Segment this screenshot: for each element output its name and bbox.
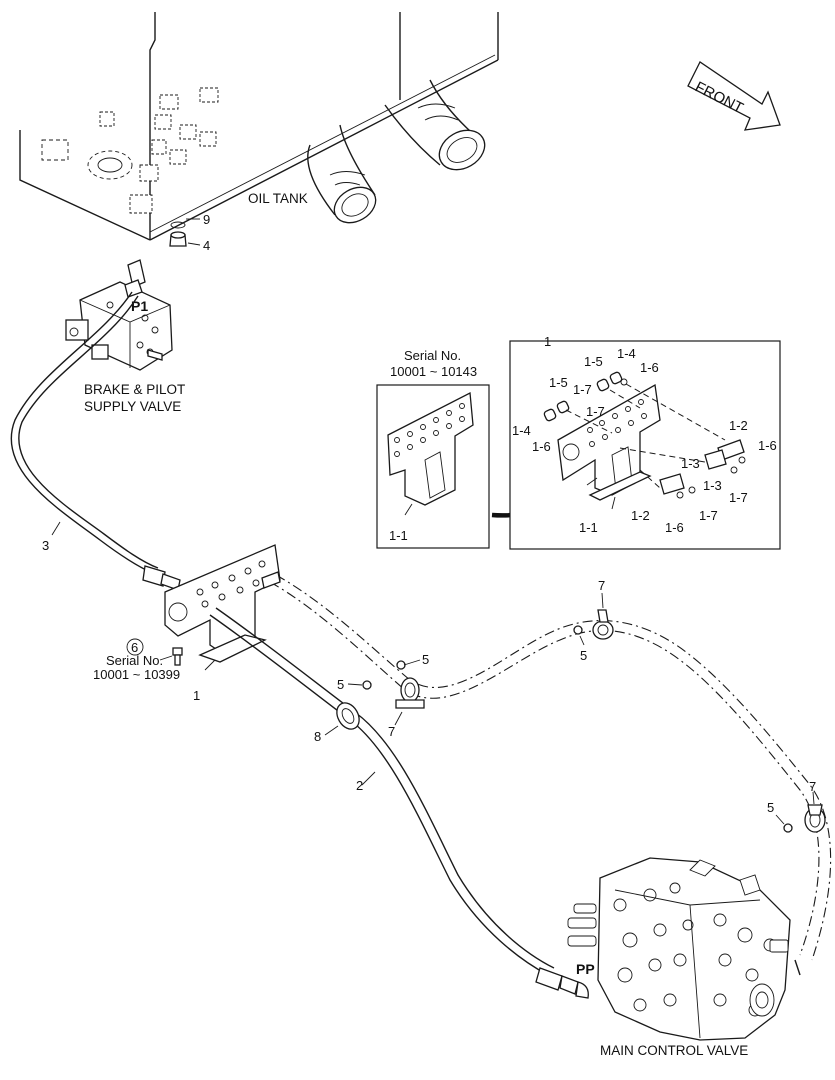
inset-assembly-1: 1 [544,334,551,349]
inset-p15-a: 1-5 [584,354,603,369]
callout-5-c: 5 [580,648,587,663]
front-arrow [687,61,781,131]
port-pp-label: PP [576,961,595,977]
inset-p16-b: 1-6 [532,439,551,454]
callout-6-circle [126,638,144,656]
brake-pilot-label-line2: SUPPLY VALVE [84,399,181,414]
inset-p16-a: 1-6 [640,360,659,375]
callout-8: 8 [314,729,321,744]
oil-tank-label: OIL TANK [248,191,308,206]
inset-p17-a: 1-7 [573,382,592,397]
callout-5-a: 5 [422,652,429,667]
callout-5-d: 5 [767,800,774,815]
callout-5-b: 5 [337,677,344,692]
hose-2 [209,607,589,999]
inset-serial-title: Serial No. [404,348,461,363]
hose-3 [10,291,181,591]
inset-p14-a: 1-4 [617,346,636,361]
brake-pilot-label-line1: BRAKE & PILOT [84,382,185,397]
callout-2: 2 [356,778,363,793]
port-p1-label: P1 [131,298,148,314]
callout-4: 4 [203,238,210,253]
inset-serial-range: 10001 ~ 10143 [390,364,477,379]
brake-pilot-valve-drawing [65,259,173,371]
callout-7-b: 7 [598,578,605,593]
inset-p12-b: 1-2 [631,508,650,523]
inset-assembly-panel [509,340,781,550]
callout-3: 3 [42,538,49,553]
dashed-return-hose [261,571,832,961]
inset-p11: 1-1 [579,520,598,535]
callout-6: 6 [131,640,138,655]
inset-serial-part-1-1: 1-1 [389,528,408,543]
callout-7-a: 7 [388,724,395,739]
callout-7-c: 7 [809,779,816,794]
part6-serial-title: Serial No. [106,653,163,668]
inset-serial-panel [376,384,490,549]
inset-p17-d: 1-7 [699,508,718,523]
clamp-center [347,659,425,726]
inset-p17-c: 1-7 [729,490,748,505]
main-control-valve-drawing [567,857,801,1041]
clamp-right-bottom [775,791,826,833]
callout-1-bracket: 1 [193,688,200,703]
clamp-right-top [573,592,614,646]
inset-p13-a: 1-3 [681,456,700,471]
inset-p13-b: 1-3 [703,478,722,493]
inset-p16-d: 1-6 [665,520,684,535]
oil-tank-drawing [19,12,499,247]
inset-p15-b: 1-5 [549,375,568,390]
part6-serial-range: 10001 ~ 10399 [93,667,180,682]
inset-p16-c: 1-6 [758,438,777,453]
main-control-valve-label: MAIN CONTROL VALVE [600,1043,748,1058]
callout-9: 9 [203,212,210,227]
inset-p14-b: 1-4 [512,423,531,438]
inset-p17-b: 1-7 [586,404,605,419]
bracket-1-drawing [164,544,281,671]
inset-p12-a: 1-2 [729,418,748,433]
